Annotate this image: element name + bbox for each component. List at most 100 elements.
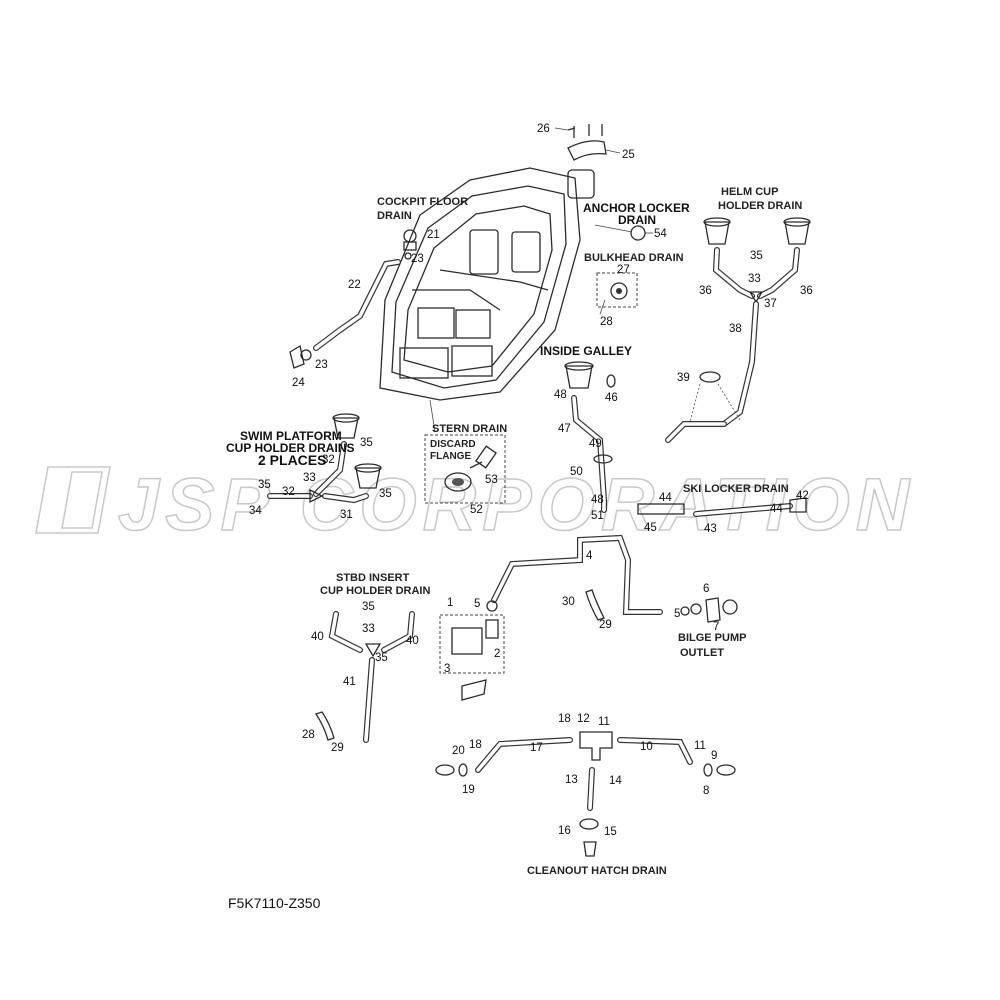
callout-40b: 40: [406, 635, 419, 647]
stern-drain-parts: [424, 399, 506, 504]
callout-30: 30: [562, 596, 575, 608]
callout-1: 1: [447, 597, 453, 609]
callout-28a: 28: [600, 316, 613, 328]
callout-22: 22: [348, 279, 361, 291]
callout-numbers: 26 25 21 23 22 23 24 54 27 28 35 33 36 3…: [249, 123, 813, 838]
bulkhead-drain-parts: [596, 272, 638, 315]
callout-20: 20: [452, 745, 465, 757]
callout-26: 26: [537, 123, 550, 135]
label-swim-platform-3: 2 PLACES: [258, 452, 326, 468]
callout-45: 45: [644, 522, 657, 534]
callout-7: 7: [713, 621, 719, 633]
bilge-pump-parts: [439, 534, 738, 701]
callout-51: 51: [591, 510, 604, 522]
label-ski-locker: SKI LOCKER DRAIN: [683, 483, 789, 495]
callout-41: 41: [343, 676, 356, 688]
callout-36a: 36: [699, 285, 712, 297]
label-swim-platform-1: SWIM PLATFORM: [240, 429, 342, 443]
watermark-text: JSP CORPORATION: [118, 463, 915, 546]
callout-2: 2: [494, 648, 500, 660]
callout-38: 38: [729, 323, 742, 335]
callout-46: 46: [605, 392, 618, 404]
label-stbd-insert-1: STBD INSERT: [336, 572, 410, 584]
callout-50: 50: [570, 466, 583, 478]
callout-18a: 18: [558, 713, 571, 725]
callout-17: 17: [530, 742, 543, 754]
callout-21: 21: [427, 229, 440, 241]
cleanout-hatch-drain-parts: [435, 731, 736, 857]
label-cleanout-hatch: CLEANOUT HATCH DRAIN: [527, 865, 667, 877]
label-stern-drain: STERN DRAIN: [432, 423, 507, 435]
callout-19: 19: [462, 784, 475, 796]
callout-14: 14: [609, 775, 622, 787]
callout-28b: 28: [302, 729, 315, 741]
cockpit-floor-drain-parts: [289, 124, 621, 369]
label-bulkhead-drain: BULKHEAD DRAIN: [584, 252, 684, 264]
callout-54: 54: [654, 228, 667, 240]
swim-platform-cup-holder-parts: [267, 413, 382, 504]
label-discard-2: FLANGE: [430, 451, 471, 462]
callout-35f: 35: [375, 652, 388, 664]
callout-35d: 35: [379, 488, 392, 500]
label-helm-cup-1: HELM CUP: [721, 186, 778, 198]
callout-32a: 32: [322, 454, 335, 466]
callout-44a: 44: [659, 492, 672, 504]
callout-36b: 36: [800, 285, 813, 297]
callout-24: 24: [292, 377, 305, 389]
callout-35a: 35: [750, 250, 763, 262]
callout-53: 53: [485, 474, 498, 486]
callout-27: 27: [617, 264, 630, 276]
callout-5a: 5: [474, 598, 480, 610]
callout-10: 10: [640, 741, 653, 753]
callout-29a: 29: [599, 619, 612, 631]
callout-49: 49: [589, 438, 602, 450]
callout-52: 52: [470, 504, 483, 516]
callout-4: 4: [586, 550, 593, 562]
callout-33b: 33: [303, 472, 316, 484]
label-discard-1: DISCARD: [430, 439, 476, 450]
callout-6: 6: [703, 583, 709, 595]
label-cockpit-floor-2: DRAIN: [377, 210, 412, 222]
callout-33c: 33: [362, 623, 375, 635]
label-helm-cup-2: HOLDER DRAIN: [718, 200, 802, 212]
callout-11a: 11: [598, 716, 610, 728]
callout-31: 31: [340, 509, 353, 521]
callout-37: 37: [764, 298, 777, 310]
label-bilge-pump-1: BILGE PUMP: [678, 632, 746, 644]
callout-35c: 35: [258, 479, 271, 491]
callout-33a: 33: [748, 273, 761, 285]
callout-48b: 48: [591, 494, 604, 506]
label-cockpit-floor-1: COCKPIT FLOOR: [377, 196, 468, 208]
callout-8: 8: [703, 785, 709, 797]
label-bilge-pump-2: OUTLET: [680, 647, 724, 659]
label-inside-galley: INSIDE GALLEY: [540, 344, 632, 358]
callout-35b: 35: [360, 437, 373, 449]
callout-42: 42: [796, 490, 809, 502]
ski-locker-drain-parts: [637, 497, 807, 517]
callout-3: 3: [444, 663, 450, 675]
callout-40a: 40: [311, 631, 324, 643]
callout-47: 47: [558, 423, 571, 435]
callout-35e: 35: [362, 601, 375, 613]
callout-11b: 11: [694, 740, 706, 752]
callout-48a: 48: [554, 389, 567, 401]
stbd-insert-cup-holder-parts: [314, 611, 415, 743]
callout-13: 13: [565, 774, 578, 786]
callout-34: 34: [249, 505, 262, 517]
label-anchor-locker-2: DRAIN: [618, 213, 656, 227]
label-anchor-locker-1: ANCHOR LOCKER: [583, 201, 690, 215]
callout-15: 15: [604, 826, 617, 838]
callout-32b: 32: [282, 486, 295, 498]
callout-39: 39: [677, 372, 690, 384]
callout-23a: 23: [411, 253, 424, 265]
label-swim-platform-2: CUP HOLDER DRAINS: [226, 441, 354, 455]
callout-44b: 44: [770, 503, 783, 515]
callout-23b: 23: [315, 359, 328, 371]
callout-43: 43: [704, 523, 717, 535]
hull-illustration: [379, 167, 595, 401]
anchor-locker-drain-parts: [594, 224, 653, 241]
callout-16: 16: [558, 825, 571, 837]
callout-5b: 5: [674, 608, 680, 620]
